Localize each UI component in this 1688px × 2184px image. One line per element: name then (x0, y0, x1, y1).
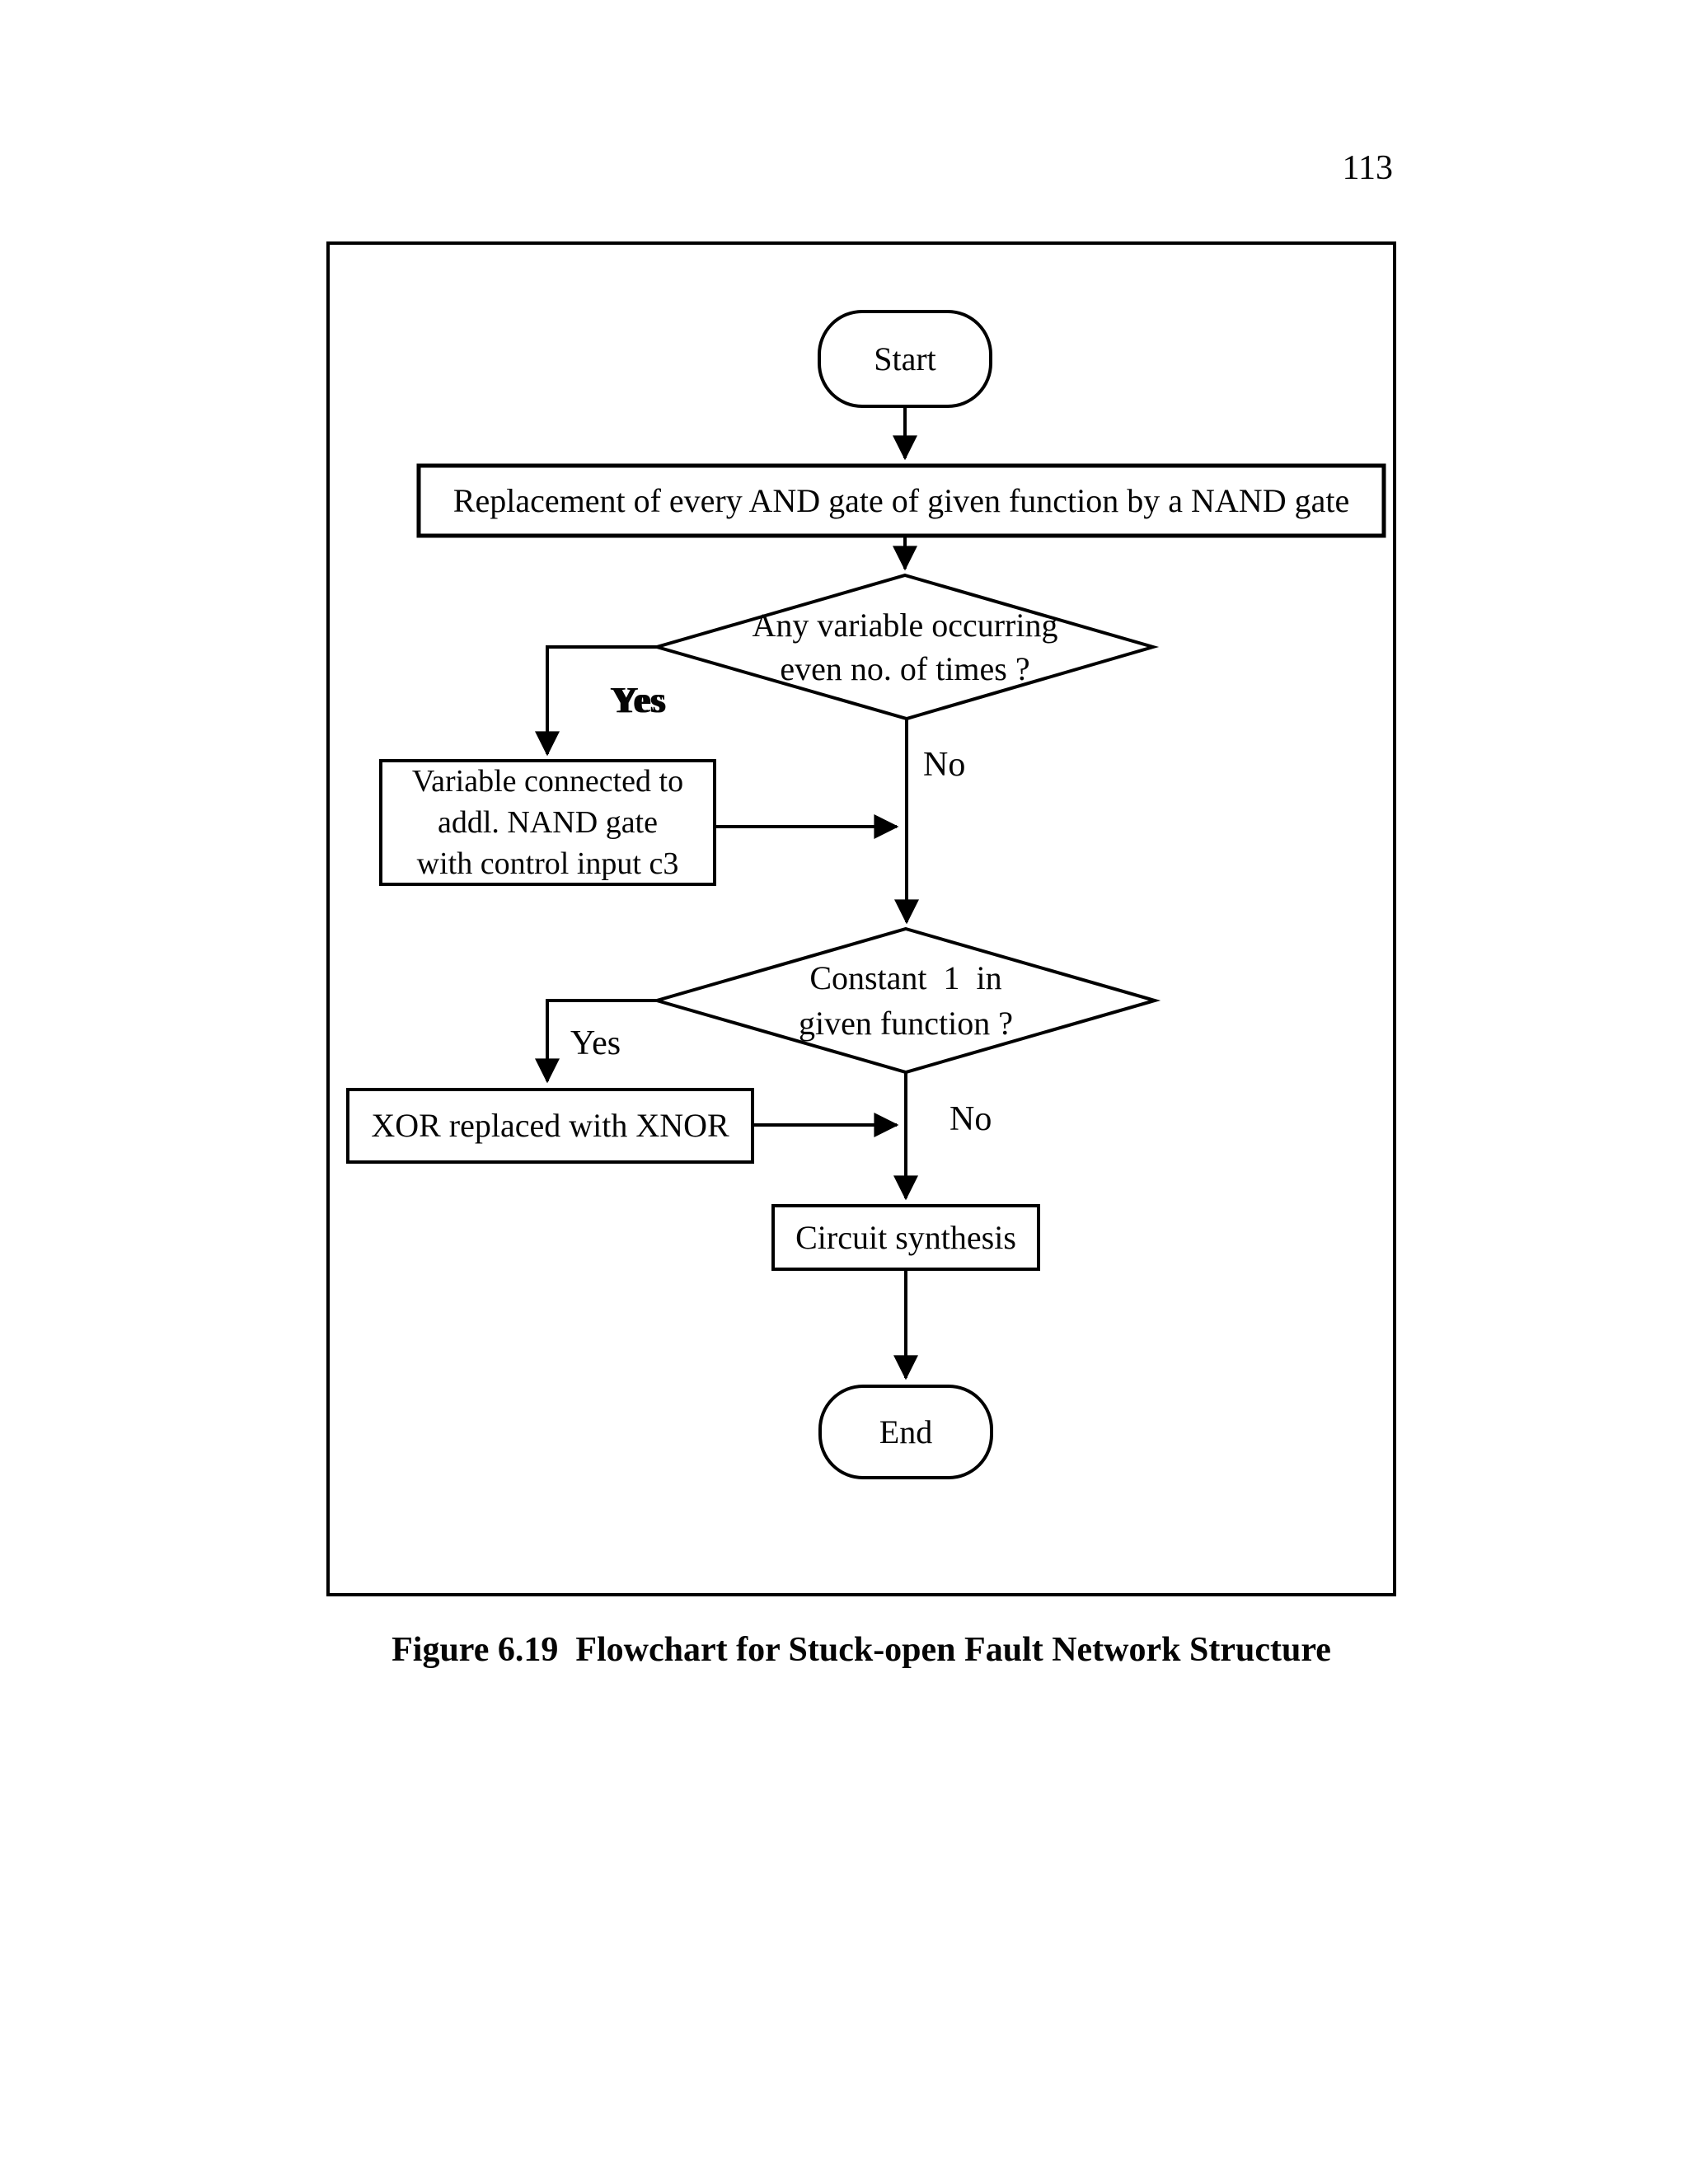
variable-node-shape (379, 759, 716, 886)
figure-caption: Figure 6.19 Flowchart for Stuck-open Fau… (392, 1631, 1331, 1669)
decision2-yes-label: Yes (570, 1024, 621, 1062)
decision2-no-label: No (950, 1100, 992, 1138)
end-node-shape (818, 1385, 993, 1479)
edge-decision1-yes (535, 645, 657, 757)
start-node-label: Start (874, 340, 936, 377)
decision1-no-label: No (923, 746, 966, 784)
xor-node-label: XOR replaced with XNOR (371, 1107, 729, 1144)
replace-node-shape (416, 463, 1386, 538)
decision2-label: Constant 1 in given function ? (799, 959, 1013, 1042)
edge-decision2-yes (535, 999, 657, 1084)
xor-node-shape (346, 1088, 754, 1164)
end-node-label: End (879, 1413, 933, 1451)
circuit-node-label: Circuit synthesis (795, 1218, 1016, 1256)
page-number: 113 (1342, 149, 1393, 187)
replace-node-label: Replacement of every AND gate of given f… (452, 481, 1350, 519)
variable-node-label: Variable connected to addl. NAND gate wi… (411, 764, 684, 881)
decision1-label: Any variable occurring even no. of times… (752, 607, 1058, 687)
decision2-shape (650, 926, 1161, 1075)
circuit-node-shape (771, 1204, 1040, 1271)
decision1-shape (650, 573, 1160, 721)
figure-border (326, 241, 1396, 1596)
decision1-yes-label: Yes (610, 680, 665, 720)
